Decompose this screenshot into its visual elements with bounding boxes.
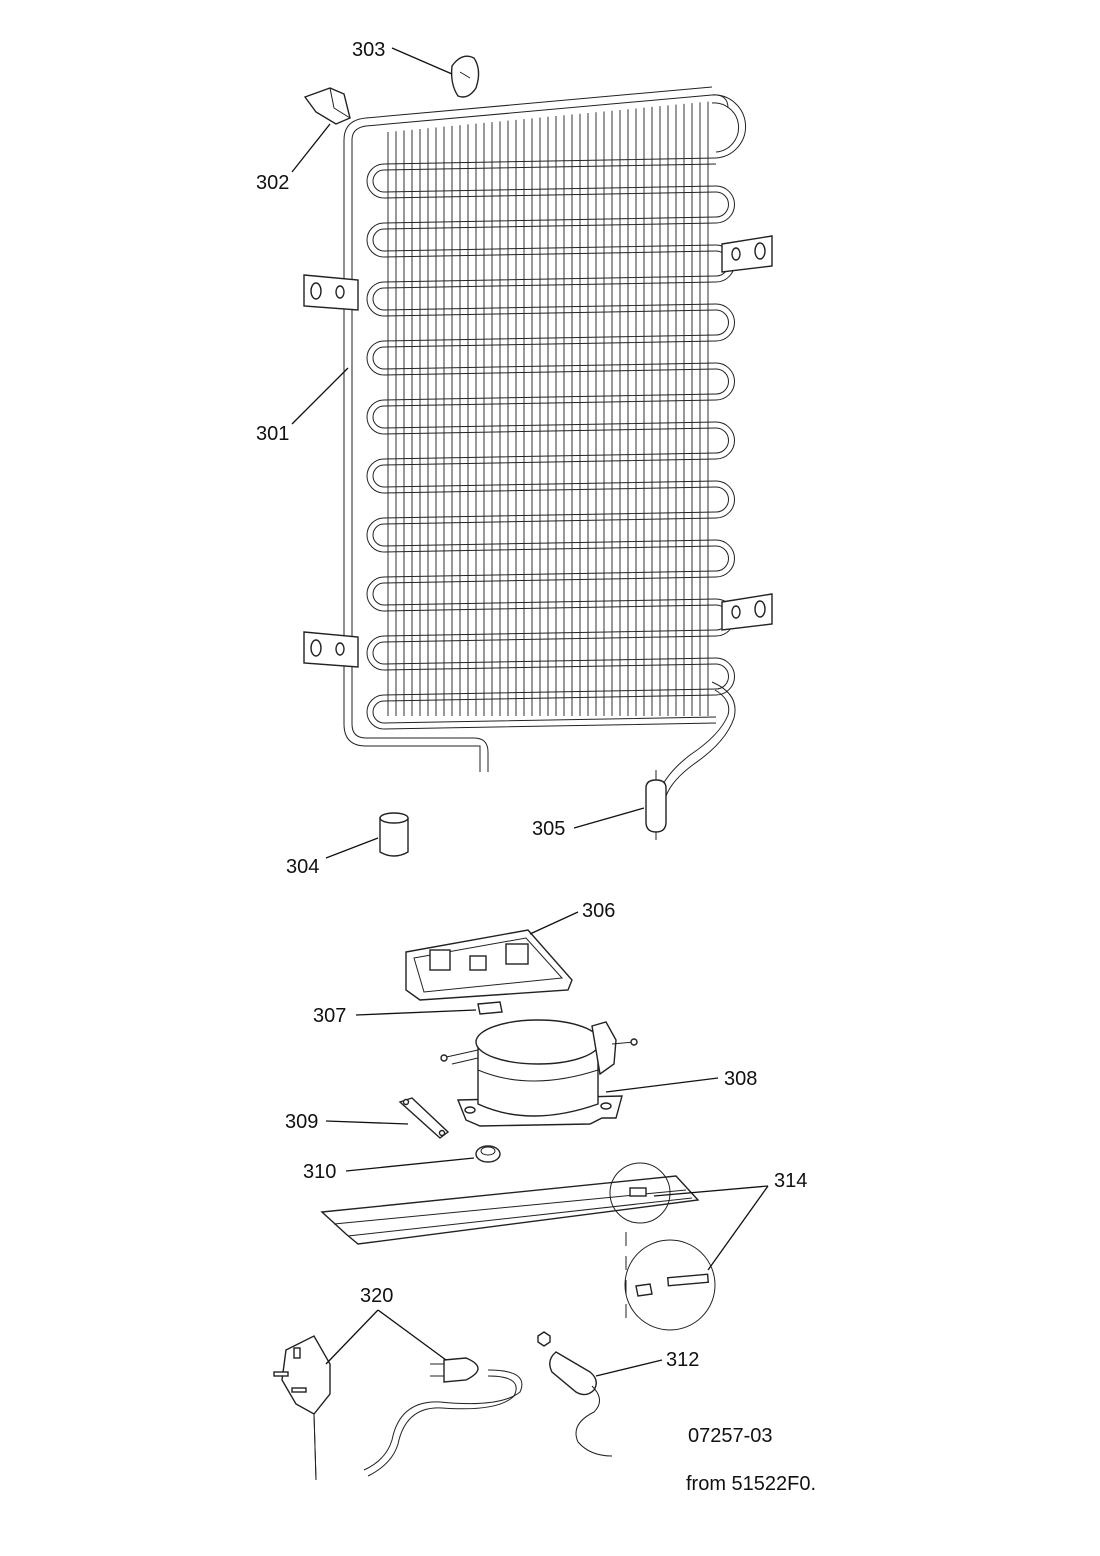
callout-308: 308 (724, 1068, 757, 1090)
part-303-cap (450, 55, 480, 98)
callout-307: 307 (313, 1005, 346, 1027)
part-305-dryer (645, 770, 667, 840)
part-306-electrical-box (405, 929, 573, 1001)
base-rail (320, 1175, 700, 1245)
drawing-number: 07257-03 (688, 1425, 773, 1447)
condenser-301 (303, 86, 773, 797)
callout-314: 314 (774, 1170, 807, 1192)
part-312-capacitor (537, 1331, 613, 1457)
condenser-bracket-left-upper (303, 274, 359, 311)
callout-302: 302 (256, 172, 289, 194)
condenser-bracket-right-lower (721, 593, 773, 631)
part-314-detail (609, 1162, 716, 1331)
callout-305: 305 (532, 818, 565, 840)
part-307-pad (477, 1001, 503, 1015)
condenser-bracket-left-lower (303, 631, 359, 668)
leader-lines (291, 47, 769, 1377)
part-320-euro-plug (363, 1357, 523, 1477)
callout-309: 309 (285, 1111, 318, 1133)
part-304-sleeve (379, 812, 409, 857)
part-308-compressor (440, 1019, 638, 1127)
callout-304: 304 (286, 856, 319, 878)
callout-320: 320 (360, 1285, 393, 1307)
condenser-bracket-right-upper (721, 235, 773, 273)
condenser-wires (387, 101, 709, 716)
callout-306: 306 (582, 900, 615, 922)
callout-312: 312 (666, 1349, 699, 1371)
part-302-clip (303, 87, 351, 125)
callout-301: 301 (256, 423, 289, 445)
callout-303: 303 (352, 39, 385, 61)
condenser-serpentine-tube (366, 94, 746, 730)
part-320-uk-plug (273, 1335, 331, 1481)
part-309-bracket (398, 1097, 450, 1139)
callout-310: 310 (303, 1161, 336, 1183)
source-note: from 51522F0. (686, 1473, 816, 1495)
part-310-grommet (475, 1145, 501, 1163)
